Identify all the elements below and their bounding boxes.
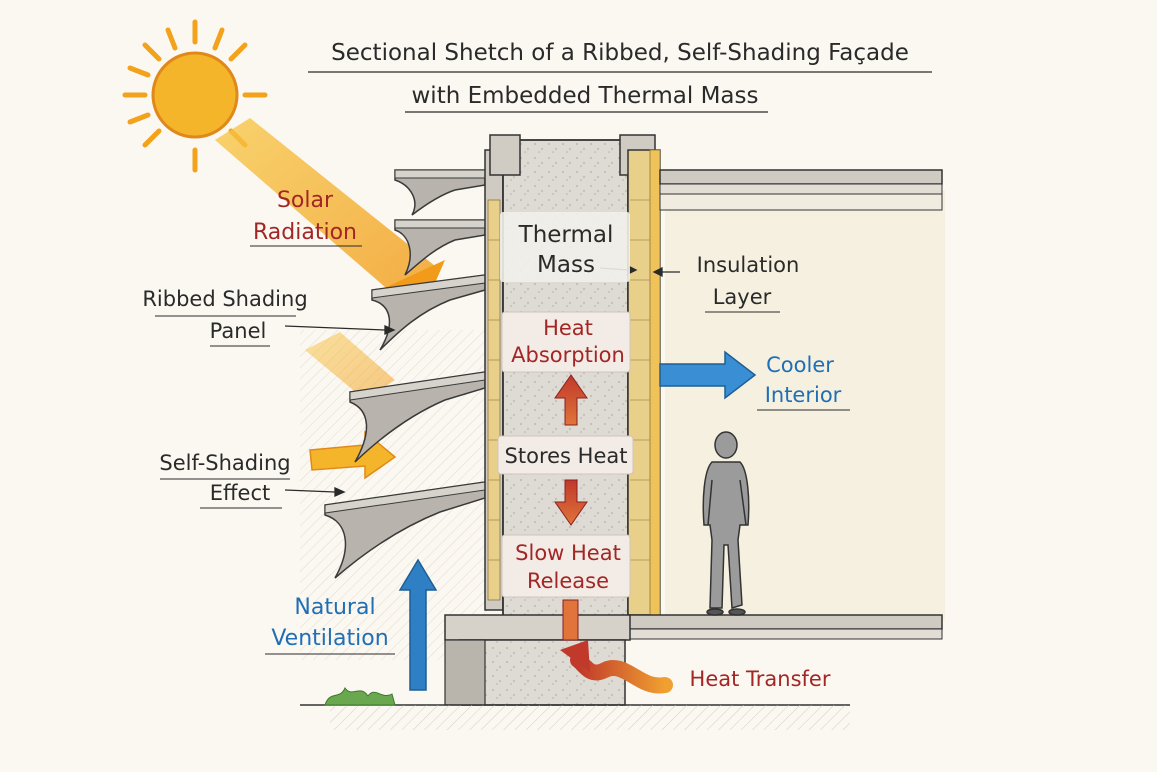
heat-down-arrow: [554, 479, 588, 526]
insulation-label-line1: Insulation: [697, 253, 800, 277]
ventilation-arrow: [398, 558, 438, 691]
ribbed-shading-label-line1: Ribbed Shading: [142, 287, 307, 311]
foundation-beam: [444, 614, 631, 641]
solar-beam: [215, 118, 440, 300]
slow-heat-release-label-line2: Release: [527, 569, 609, 593]
slow-heat-release-label-bg: [501, 534, 631, 598]
self-shading-label-line1: Self-Shading: [159, 451, 290, 475]
person-silhouette: [702, 431, 750, 616]
ribbed-shading-label-line2: Panel: [210, 319, 267, 343]
ventilation-label-line2: Ventilation: [271, 626, 388, 651]
insulation-membrane: [649, 149, 661, 616]
solar-radiation-label-line1: Solar: [277, 188, 334, 213]
stores-heat-label: Stores Heat: [505, 444, 628, 468]
foundation-side: [444, 639, 486, 706]
thermal-mass-label-line2: Mass: [537, 252, 595, 278]
top-cap-left: [489, 134, 521, 176]
ground-hatch: [330, 705, 850, 730]
title-line-1: Sectional Shetch of a Ribbed, Self-Shadi…: [331, 40, 909, 66]
cooler-interior-arrow: [659, 350, 757, 400]
self-shading-pointer: [284, 489, 336, 493]
solar-radiation-label-line2: Radiation: [253, 220, 357, 245]
upper-floor-slab: [659, 169, 943, 211]
heat-transfer-arrow: [560, 640, 673, 694]
heat-transfer-bar: [562, 599, 579, 641]
cooler-interior-label-line2: Interior: [765, 383, 842, 407]
self-shading-label-line2: Effect: [210, 481, 270, 505]
solar-beam-faint: [305, 332, 395, 400]
thermal-mass-label-line1: Thermal: [518, 222, 614, 248]
slow-heat-release-label-line1: Slow Heat: [515, 541, 621, 565]
ribbed-panel-pointer: [284, 325, 386, 331]
lower-floor-slab: [627, 614, 943, 640]
heat-up-arrow: [554, 374, 588, 426]
thermal-mass-label-bg: [500, 212, 630, 282]
grass: [324, 686, 396, 706]
heat-transfer-label: Heat Transfer: [690, 667, 831, 691]
cooler-interior-label-line1: Cooler: [766, 353, 834, 377]
insulation-label-line2: Layer: [713, 285, 772, 309]
title-line-2: with Embedded Thermal Mass: [412, 83, 759, 109]
heat-absorption-label-line2: Absorption: [511, 343, 625, 367]
ventilation-label-line1: Natural: [294, 595, 375, 620]
heat-absorption-label-line1: Heat: [543, 316, 593, 340]
stores-heat-label-bg: [497, 435, 634, 475]
heat-absorption-label-bg: [501, 311, 631, 373]
